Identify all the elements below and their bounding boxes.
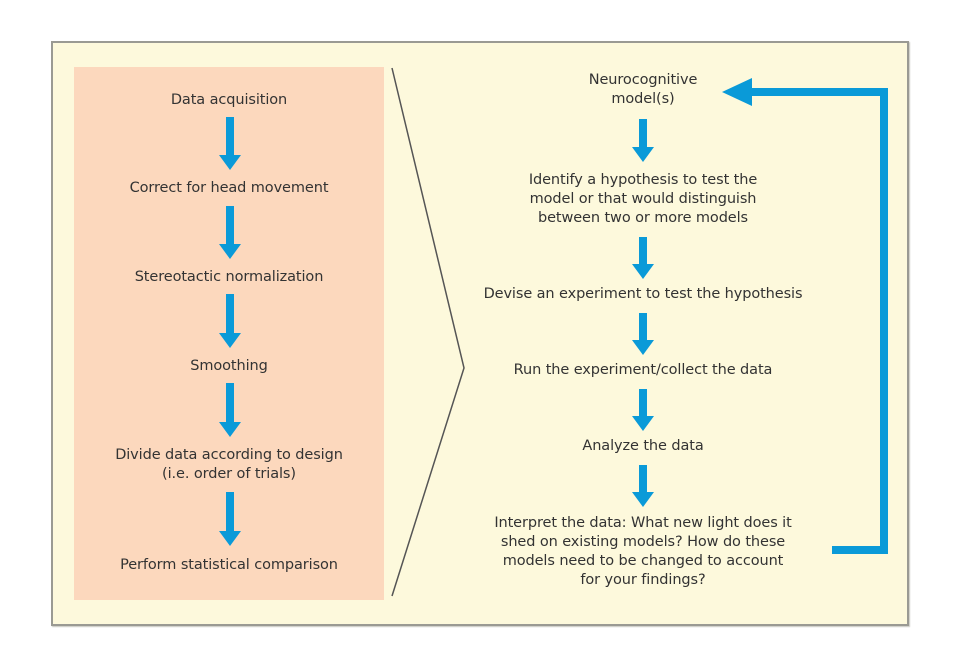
step-data-acquisition: Data acquisition [170, 92, 288, 108]
arrow-head [632, 492, 654, 507]
arrow-shaft [226, 492, 234, 532]
arrow-head [219, 244, 241, 259]
arrow-shaft [639, 119, 647, 148]
arrow-head [632, 340, 654, 355]
arrow-shaft [226, 294, 234, 334]
feedback-arrow-head [722, 78, 752, 106]
step-statistical-comparison: Perform statistical comparison [120, 557, 338, 573]
left-arrow-1 [219, 117, 241, 170]
right-arrow-2 [632, 237, 654, 279]
step-smoothing: Smoothing [190, 358, 268, 374]
left-arrow-2 [219, 206, 241, 259]
arrow-shaft [639, 465, 647, 493]
step-interpret-data: Interpret the data: What new light does … [494, 515, 792, 588]
left-arrow-5 [219, 492, 241, 546]
left-arrow-3 [219, 294, 241, 348]
arrow-shaft [226, 117, 234, 156]
step-divide-data: Divide data according to design(i.e. ord… [115, 447, 343, 482]
arrow-head [632, 416, 654, 431]
right-arrow-1 [632, 119, 654, 162]
arrow-shaft [639, 389, 647, 417]
step-stereotactic-normalization: Stereotactic normalization [134, 269, 324, 285]
arrow-shaft [226, 206, 234, 245]
arrow-shaft [226, 383, 234, 423]
arrow-shaft [639, 313, 647, 341]
arrow-head [219, 155, 241, 170]
arrow-head [219, 422, 241, 437]
expansion-bracket-line [391, 67, 465, 597]
feedback-arrow-path [752, 88, 888, 554]
step-correct-head-movement: Correct for head movement [129, 180, 329, 196]
arrow-head [219, 333, 241, 348]
left-arrow-4 [219, 383, 241, 437]
step-analyze-data: Analyze the data [582, 438, 704, 454]
right-arrow-5 [632, 465, 654, 507]
step-run-experiment: Run the experiment/collect the data [513, 362, 773, 378]
arrow-shaft [639, 237, 647, 265]
step-devise-experiment: Devise an experiment to test the hypothe… [483, 286, 803, 302]
feedback-arrow [722, 78, 888, 554]
right-arrow-4 [632, 389, 654, 431]
arrow-head [632, 264, 654, 279]
arrow-head [219, 531, 241, 546]
arrow-head [632, 147, 654, 162]
right-arrow-3 [632, 313, 654, 355]
